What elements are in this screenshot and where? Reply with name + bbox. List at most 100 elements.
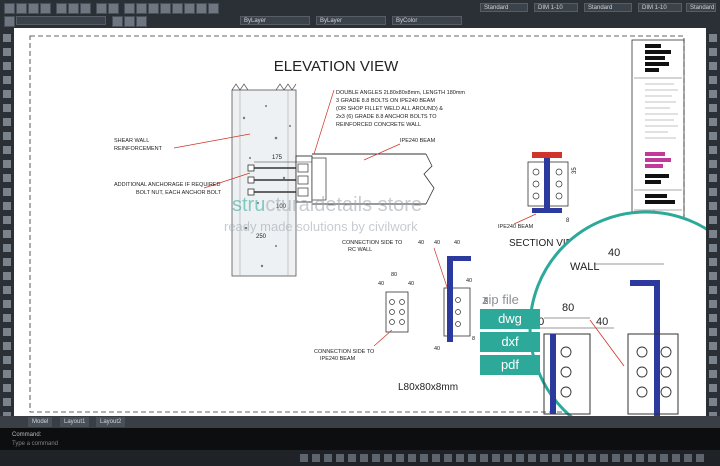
status-toggle-icon[interactable]: [372, 454, 380, 462]
format-pdf-button[interactable]: pdf: [480, 355, 540, 375]
modify-tool-icon[interactable]: [709, 356, 717, 364]
zoom-window-icon[interactable]: [148, 3, 159, 14]
zoom-icon[interactable]: [136, 3, 147, 14]
design-center-icon[interactable]: [172, 3, 183, 14]
status-toggle-icon[interactable]: [396, 454, 404, 462]
dim-style-select[interactable]: DIM 1-10: [534, 3, 578, 12]
modify-tool-icon[interactable]: [709, 384, 717, 392]
status-toggle-icon[interactable]: [360, 454, 368, 462]
modify-tool-icon[interactable]: [709, 370, 717, 378]
modify-tool-icon[interactable]: [709, 146, 717, 154]
modify-tool-icon[interactable]: [709, 286, 717, 294]
status-toggle-icon[interactable]: [624, 454, 632, 462]
modify-tool-icon[interactable]: [709, 398, 717, 406]
draw-tool-icon[interactable]: [3, 174, 11, 182]
status-toggle-icon[interactable]: [576, 454, 584, 462]
print-icon[interactable]: [40, 3, 51, 14]
help-icon[interactable]: [208, 3, 219, 14]
status-toggle-icon[interactable]: [312, 454, 320, 462]
status-toggle-icon[interactable]: [480, 454, 488, 462]
open-file-icon[interactable]: [16, 3, 27, 14]
draw-tool-icon[interactable]: [3, 160, 11, 168]
draw-tool-icon[interactable]: [3, 62, 11, 70]
draw-tool-icon[interactable]: [3, 356, 11, 364]
modify-tool-icon[interactable]: [709, 342, 717, 350]
modify-tool-icon[interactable]: [709, 160, 717, 168]
status-toggle-icon[interactable]: [648, 454, 656, 462]
draw-tool-icon[interactable]: [3, 300, 11, 308]
status-toggle-icon[interactable]: [408, 454, 416, 462]
layer-off-icon[interactable]: [136, 16, 147, 27]
draw-tool-icon[interactable]: [3, 188, 11, 196]
text-style-select[interactable]: Standard: [480, 3, 528, 12]
status-toggle-icon[interactable]: [300, 454, 308, 462]
status-toggle-icon[interactable]: [420, 454, 428, 462]
status-toggle-icon[interactable]: [324, 454, 332, 462]
status-toggle-icon[interactable]: [444, 454, 452, 462]
tab-layout2[interactable]: Layout2: [96, 417, 126, 427]
draw-tool-icon[interactable]: [3, 90, 11, 98]
modify-tool-icon[interactable]: [709, 188, 717, 196]
lineweight-select[interactable]: ByColor: [392, 16, 462, 25]
draw-tool-icon[interactable]: [3, 258, 11, 266]
status-toggle-icon[interactable]: [552, 454, 560, 462]
modify-tool-icon[interactable]: [709, 244, 717, 252]
status-toggle-icon[interactable]: [540, 454, 548, 462]
modify-tool-icon[interactable]: [709, 132, 717, 140]
draw-tool-icon[interactable]: [3, 370, 11, 378]
save-icon[interactable]: [28, 3, 39, 14]
draw-tool-icon[interactable]: [3, 244, 11, 252]
layer-select[interactable]: [16, 16, 106, 25]
format-dwg-button[interactable]: dwg: [480, 309, 540, 329]
tool-palettes-icon[interactable]: [184, 3, 195, 14]
modify-tool-icon[interactable]: [709, 202, 717, 210]
status-toggle-icon[interactable]: [384, 454, 392, 462]
copy-icon[interactable]: [68, 3, 79, 14]
draw-tool-icon[interactable]: [3, 118, 11, 126]
modify-tool-icon[interactable]: [709, 174, 717, 182]
properties-icon[interactable]: [160, 3, 171, 14]
draw-tool-icon[interactable]: [3, 272, 11, 280]
status-toggle-icon[interactable]: [336, 454, 344, 462]
status-toggle-icon[interactable]: [456, 454, 464, 462]
modify-tool-icon[interactable]: [709, 258, 717, 266]
status-toggle-icon[interactable]: [468, 454, 476, 462]
draw-tool-icon[interactable]: [3, 216, 11, 224]
status-toggle-icon[interactable]: [564, 454, 572, 462]
status-toggle-icon[interactable]: [588, 454, 596, 462]
drawing-canvas[interactable]: ELEVATION VIEW 175 1: [14, 28, 706, 416]
modify-tool-icon[interactable]: [709, 48, 717, 56]
multileader-style-select[interactable]: Standard: [686, 3, 716, 12]
modify-tool-icon[interactable]: [709, 230, 717, 238]
status-toggle-icon[interactable]: [528, 454, 536, 462]
status-toggle-icon[interactable]: [504, 454, 512, 462]
draw-tool-icon[interactable]: [3, 286, 11, 294]
modify-tool-icon[interactable]: [709, 118, 717, 126]
status-toggle-icon[interactable]: [492, 454, 500, 462]
layer-isolate-icon[interactable]: [124, 16, 135, 27]
format-dxf-button[interactable]: dxf: [480, 332, 540, 352]
draw-tool-icon[interactable]: [3, 76, 11, 84]
draw-tool-icon[interactable]: [3, 230, 11, 238]
modify-tool-icon[interactable]: [709, 328, 717, 336]
draw-tool-icon[interactable]: [3, 342, 11, 350]
draw-tool-icon[interactable]: [3, 34, 11, 42]
modify-tool-icon[interactable]: [709, 272, 717, 280]
tab-layout1[interactable]: Layout1: [60, 417, 90, 427]
layer-previous-icon[interactable]: [112, 16, 123, 27]
cut-icon[interactable]: [56, 3, 67, 14]
table-style-select[interactable]: Standard: [584, 3, 632, 12]
modify-tool-icon[interactable]: [709, 90, 717, 98]
status-toggle-icon[interactable]: [612, 454, 620, 462]
status-toggle-icon[interactable]: [696, 454, 704, 462]
undo-icon[interactable]: [96, 3, 107, 14]
modify-tool-icon[interactable]: [709, 300, 717, 308]
status-toggle-icon[interactable]: [516, 454, 524, 462]
status-toggle-icon[interactable]: [660, 454, 668, 462]
status-toggle-icon[interactable]: [432, 454, 440, 462]
color-select[interactable]: ByLayer: [240, 16, 310, 25]
modify-tool-icon[interactable]: [709, 34, 717, 42]
draw-tool-icon[interactable]: [3, 384, 11, 392]
modify-tool-icon[interactable]: [709, 314, 717, 322]
status-toggle-icon[interactable]: [684, 454, 692, 462]
